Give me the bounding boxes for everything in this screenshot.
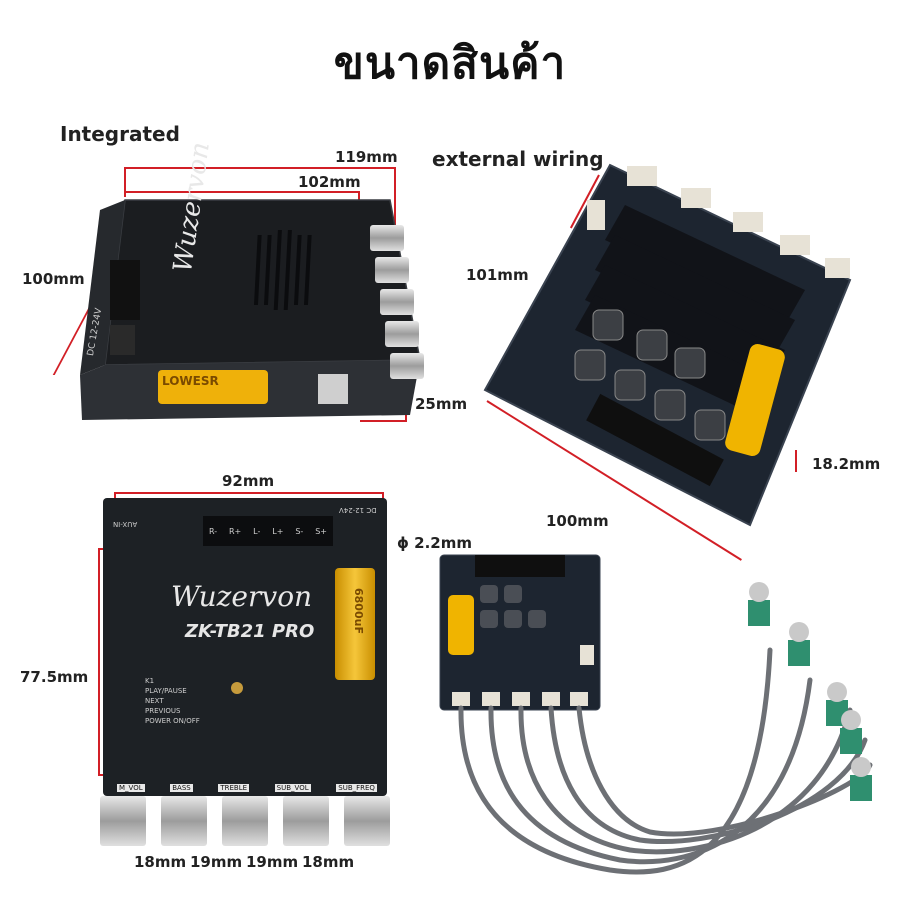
dim-100-left: 100mm	[22, 270, 85, 288]
dim-line-92	[114, 492, 384, 494]
knob-1	[370, 225, 404, 251]
pcb-menu-legend: K1 PLAY/PAUSE NEXT PREVIOUS POWER ON/OFF	[145, 676, 215, 726]
external-board-image	[483, 163, 852, 527]
dim-bottom-1: 18mm	[134, 853, 187, 871]
knob-4	[385, 321, 419, 347]
pcb-center-screw	[231, 682, 243, 694]
dim-tick	[358, 191, 360, 205]
pin-label: S-	[295, 526, 304, 536]
pcb-model: ZK-TB21 PRO	[185, 621, 315, 642]
dim-101: 101mm	[466, 266, 529, 284]
integrated-case-image	[80, 199, 421, 420]
pin-label: S+	[315, 526, 327, 536]
dim-bottom-4: 18mm	[302, 853, 355, 871]
dim-92: 92mm	[222, 472, 275, 490]
pcb-knob-labels: M_VOL BASS TREBLE SUB_VOL SUB_FREQ	[117, 784, 377, 792]
dim-line-102	[124, 191, 360, 193]
page-title: ขนาดสินค้า	[333, 38, 567, 89]
dim-102: 102mm	[298, 173, 361, 191]
pcb-knob	[344, 796, 390, 846]
knob-label: BASS	[170, 784, 193, 792]
menu-item: POWER ON/OFF	[145, 717, 200, 725]
pcb-capacitor: 6800uF	[335, 568, 375, 680]
knob-3	[380, 289, 414, 315]
pcb-knob-row	[100, 796, 390, 846]
label-integrated: Integrated	[60, 122, 180, 146]
knob-2	[375, 257, 409, 283]
pcb-pin-row: R- R+ L- L+ S- S+	[203, 516, 333, 546]
menu-item: NEXT	[145, 697, 164, 705]
dim-77-5: 77.5mm	[20, 668, 89, 686]
pin-label: L-	[253, 526, 261, 536]
dim-tick	[124, 167, 126, 197]
dim-tick	[795, 450, 797, 472]
pin-label: R+	[228, 526, 242, 536]
menu-item: PREVIOUS	[145, 707, 181, 715]
dim-line-77-5	[98, 548, 100, 776]
pcb-brand: Wuzervon	[171, 580, 313, 613]
board-with-cables-image	[439, 554, 873, 875]
knob-label: SUB_VOL	[274, 784, 311, 792]
dim-100-right: 100mm	[546, 512, 609, 530]
pcb-top-view: AUX-IN DC 12-24V R- R+ L- L+ S- S+ Wuzer…	[103, 498, 387, 796]
menu-item: K1	[145, 677, 155, 685]
knob-label: TREBLE	[218, 784, 250, 792]
dim-tick	[360, 420, 407, 422]
dim-line-119	[124, 167, 396, 169]
pin-label: R-	[208, 526, 218, 536]
pin-label: L+	[272, 526, 284, 536]
knob-label: SUB_FREQ	[336, 784, 377, 792]
pcb-capacitor-text: 6800uF	[352, 588, 365, 634]
pcb-knob	[100, 796, 146, 846]
pcb-knob	[222, 796, 268, 846]
knob-label: M_VOL	[117, 784, 145, 792]
dim-tick	[394, 167, 396, 227]
pcb-dc-label: DC 12-24V	[339, 506, 377, 514]
dim-25: 25mm	[415, 395, 468, 413]
knob-5	[390, 353, 424, 379]
dim-18-2: 18.2mm	[812, 455, 881, 473]
pcb-knob	[161, 796, 207, 846]
integrated-lowesr: LOWESR	[162, 374, 219, 388]
pcb-knob	[283, 796, 329, 846]
label-external-wiring: external wiring	[432, 147, 604, 171]
dim-phi: ϕ 2.2mm	[397, 534, 472, 552]
dim-bottom-3: 19mm	[246, 853, 299, 871]
dim-119: 119mm	[335, 148, 398, 166]
menu-item: PLAY/PAUSE	[145, 687, 187, 695]
dim-bottom-2: 19mm	[190, 853, 243, 871]
pcb-aux-label: AUX-IN	[113, 520, 138, 528]
